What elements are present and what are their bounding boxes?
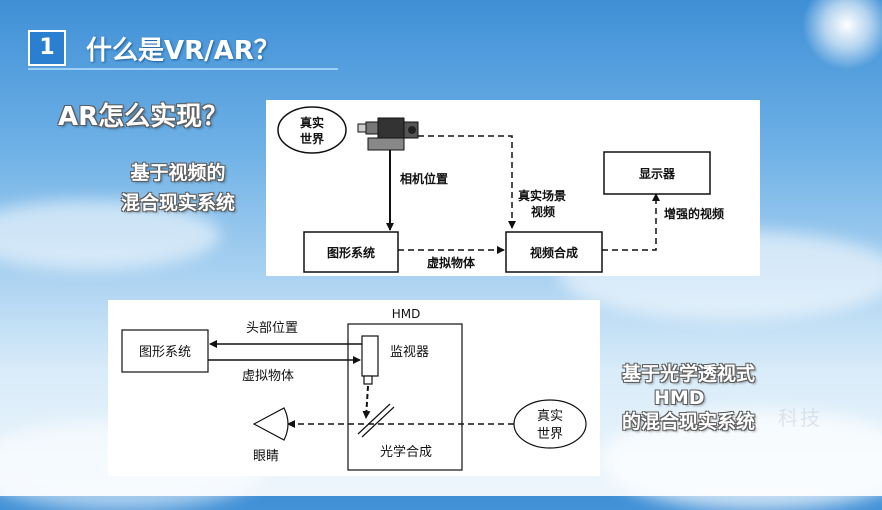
title-underline: [28, 68, 338, 70]
optical-label-line: HMD: [654, 387, 705, 409]
virtual-objects-label: 虚拟物体: [242, 369, 294, 384]
watermark: 科技: [778, 406, 822, 430]
monitor-label: 监视器: [390, 345, 429, 360]
camera-position-label: 相机位置: [400, 171, 448, 186]
monitor-box: [361, 335, 379, 377]
real-world-label: 世界: [300, 131, 324, 146]
video-label-line: 混合现实系统: [120, 192, 235, 214]
enhanced-video-arrow: [602, 193, 660, 251]
real-scene-video-arrow: [418, 135, 516, 229]
cloud-decoration: [600, 410, 882, 510]
ar-question-heading: AR怎么实现？: [58, 102, 229, 132]
optical-combiner-mirror: [357, 403, 391, 435]
enhanced-video-label: 增强的视频: [664, 206, 724, 221]
slide-number-badge: 1: [28, 30, 66, 66]
optical-label-line: 的混合现实系统: [622, 411, 756, 433]
head-position-label: 头部位置: [246, 321, 298, 336]
slide-title: 什么是VR/AR？: [86, 36, 280, 66]
monitor-to-combiner-arrow: [362, 385, 371, 419]
video-compositing-label: 视频合成: [530, 245, 578, 260]
graphics-system-box: [303, 231, 399, 273]
optical-label-line: 基于光学透视式: [622, 363, 756, 385]
display-label: 显示器: [639, 167, 676, 181]
video-compositing-box: [505, 231, 603, 273]
graphics-system-box: [121, 329, 209, 373]
optical-mr-diagram: HMD 图形系统 头部位置 虚拟物体 监视器 光学合成 真实 世界 眼睛: [108, 300, 600, 476]
eye-label: 眼睛: [253, 449, 279, 464]
video-system-label: 基于视频的 混合现实系统: [108, 158, 248, 218]
optical-combiner-label: 光学合成: [380, 444, 432, 460]
real-world-label: 世界: [537, 427, 563, 442]
real-world-label: 真实: [300, 115, 324, 130]
graphics-system-label: 图形系统: [139, 345, 191, 360]
optical-combiner-mirror: [361, 406, 395, 438]
video-label-line: 基于视频的: [130, 162, 226, 184]
hmd-label: HMD: [392, 307, 421, 321]
sun-glow: [802, 0, 882, 70]
display-box: [603, 151, 711, 195]
optical-system-label: 基于光学透视式 HMD 的混合现实系统: [622, 362, 802, 434]
optical-diagram-svg: HMD 图形系统 头部位置 虚拟物体 监视器 光学合成 真实 世界 眼睛: [121, 307, 587, 471]
video-diagram-svg: 真实 世界 相机位置 真实场景 视频 图形系统 虚拟物体 视频合成 增强的视频: [277, 106, 724, 273]
graphics-system-label: 图形系统: [327, 245, 375, 260]
cloud-decoration: [0, 200, 220, 270]
real-scene-video-label: 真实场景: [518, 188, 566, 203]
real-world-node: [277, 106, 347, 154]
video-camera-icon: [357, 117, 419, 151]
virtual-objects-label: 虚拟物体: [427, 255, 476, 270]
video-mr-diagram: 真实 世界 相机位置 真实场景 视频 图形系统 虚拟物体 视频合成 增强的视频: [266, 100, 760, 276]
real-world-label: 真实: [537, 409, 563, 424]
eye-icon: [252, 407, 289, 441]
monitor-lens: [363, 375, 373, 385]
real-scene-video-label: 视频: [531, 204, 555, 219]
